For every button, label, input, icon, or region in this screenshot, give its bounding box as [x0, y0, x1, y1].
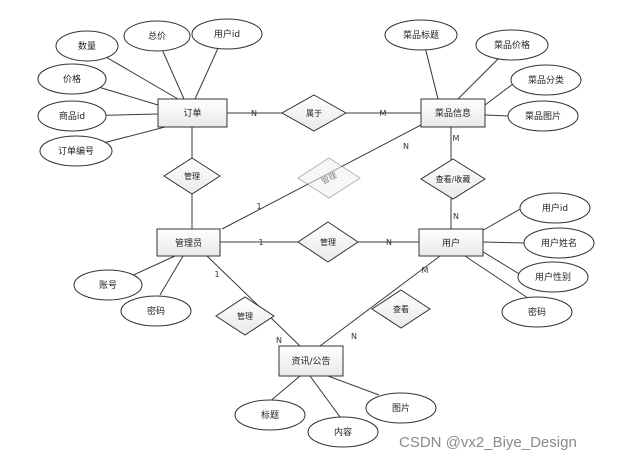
attribute-product-id-label: 商品id [59, 110, 85, 122]
attribute-dish-category-label: 菜品分类 [528, 74, 564, 86]
relationship-view-favorite: 查看/收藏 [420, 158, 486, 200]
attribute-user-name-label: 用户姓名 [541, 237, 577, 249]
cardinality-view-news-n: N [351, 332, 357, 341]
relationship-belongs-label: 属于 [306, 109, 322, 118]
attribute-news-title-label: 标题 [261, 409, 279, 421]
attribute-quantity-label: 数量 [78, 40, 96, 52]
entity-admin-label: 管理员 [175, 237, 202, 249]
entity-user: 用户 [418, 228, 484, 257]
attribute-dish-title: 菜品标题 [384, 19, 458, 51]
entity-dish-info-label: 菜品信息 [435, 107, 471, 119]
attribute-admin-password: 密码 [120, 295, 192, 327]
cardinality-admin-user-n: N [386, 238, 392, 247]
attribute-user-id-label: 用户id [542, 202, 568, 214]
relationship-manage-user: 管理 [297, 221, 359, 263]
cardinality-admin-dish-n: N [403, 142, 409, 151]
relationship-view-news: 查看 [371, 289, 431, 329]
cardinality-user-view-m: M [422, 266, 429, 275]
attribute-price-label: 价格 [63, 73, 81, 85]
attribute-price: 价格 [37, 63, 107, 95]
entity-news-label: 资讯/公告 [291, 355, 330, 367]
relationship-manage-news-label: 管理 [237, 311, 253, 321]
attribute-user-password-label: 密码 [528, 306, 546, 318]
attribute-dish-title-label: 菜品标题 [403, 29, 439, 41]
attribute-dish-price: 菜品价格 [475, 29, 549, 61]
relationship-belongs: 属于 [280, 94, 348, 132]
relationship-view-favorite-label: 查看/收藏 [436, 174, 471, 184]
cardinality-view-user: N [453, 212, 459, 221]
attribute-product-id: 商品id [37, 100, 107, 132]
attribute-news-content: 内容 [307, 416, 379, 448]
attribute-dish-image: 菜品图片 [507, 100, 579, 132]
attribute-order-number-label: 订单编号 [58, 145, 94, 157]
attribute-news-image: 图片 [365, 392, 437, 424]
attribute-news-image-label: 图片 [392, 402, 410, 414]
attribute-user-password: 密码 [501, 296, 573, 328]
cardinality-admin-dish-1: 1 [256, 202, 261, 211]
attribute-order-user-id: 用户id [191, 18, 263, 50]
attribute-news-content-label: 内容 [334, 426, 352, 438]
attribute-total-price-label: 总价 [148, 30, 166, 42]
cardinality-labels: N M 1 N M N 1 N 1 N M N [214, 109, 459, 345]
attribute-account-label: 账号 [99, 280, 117, 291]
entity-news: 资讯/公告 [278, 345, 344, 377]
entity-order-label: 订单 [183, 107, 201, 119]
attribute-user-name: 用户姓名 [523, 227, 595, 259]
entity-dish-info: 菜品信息 [420, 98, 486, 128]
attribute-admin-password-label: 密码 [147, 305, 165, 317]
cardinality-admin-news-n: N [276, 336, 282, 345]
relationship-manage-order: 管理 [163, 157, 221, 195]
attribute-order-number: 订单编号 [39, 135, 113, 167]
relationship-view-news-label: 查看 [393, 304, 409, 314]
entity-order: 订单 [157, 98, 228, 128]
cardinality-dish-view: M [453, 134, 460, 143]
attribute-account: 账号 [73, 269, 143, 301]
watermark: CSDN @vx2_Biye_Design [399, 434, 577, 451]
attribute-user-gender-label: 用户性别 [535, 271, 571, 283]
attribute-dish-price-label: 菜品价格 [494, 39, 530, 51]
attribute-user-gender: 用户性别 [517, 261, 589, 293]
cardinality-belongs-dish: M [380, 109, 387, 118]
entity-user-label: 用户 [442, 237, 460, 249]
relationship-manage-dish: 管理 [297, 157, 361, 199]
entity-admin: 管理员 [156, 228, 221, 257]
attribute-dish-image-label: 菜品图片 [525, 110, 561, 122]
attribute-order-user-id-label: 用户id [214, 28, 240, 40]
cardinality-admin-news-1: 1 [214, 270, 219, 279]
attribute-user-id: 用户id [519, 192, 591, 224]
attribute-quantity: 数量 [55, 30, 119, 62]
relationship-manage-news: 管理 [215, 296, 275, 336]
cardinality-admin-user-1: 1 [258, 238, 263, 247]
relationship-manage-user-label: 管理 [320, 237, 336, 247]
relationship-manage-order-label: 管理 [184, 171, 200, 181]
attribute-news-title: 标题 [234, 399, 306, 431]
cardinality-order-belongs: N [251, 109, 257, 118]
attribute-total-price: 总价 [123, 20, 191, 52]
attribute-dish-category: 菜品分类 [510, 64, 582, 96]
